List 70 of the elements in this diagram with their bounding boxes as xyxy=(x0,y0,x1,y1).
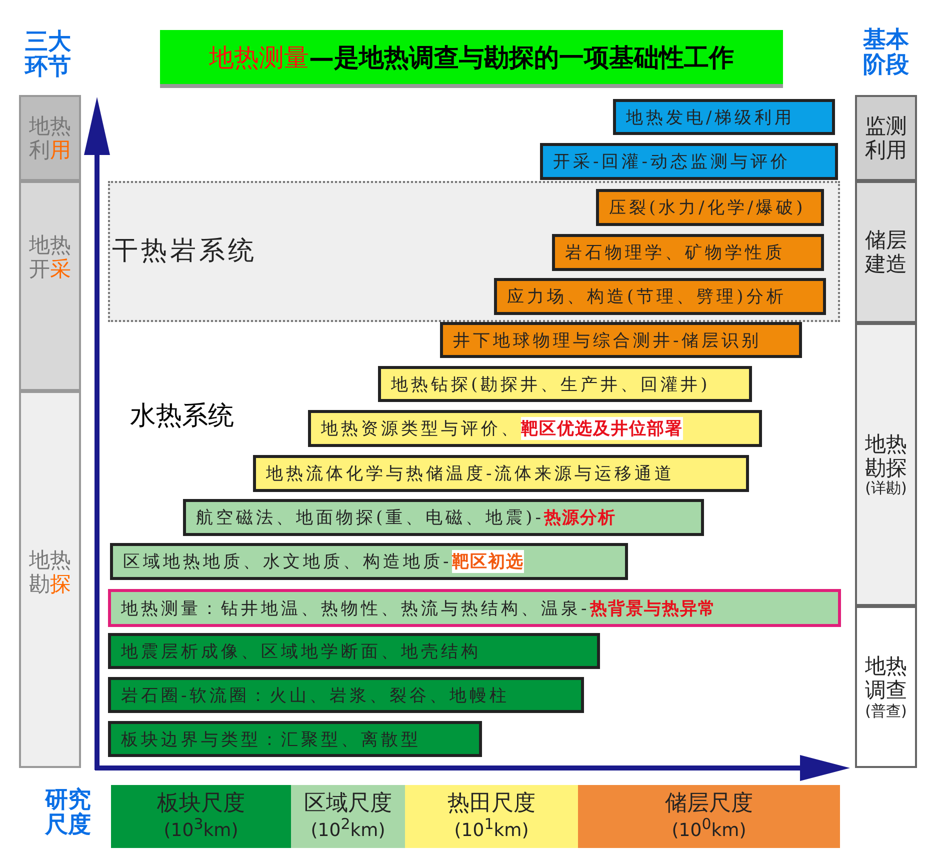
phase-label: 储层建造 xyxy=(864,228,908,276)
scale-label: 区域尺度 xyxy=(304,791,392,816)
scale-band xyxy=(291,785,405,848)
topic-bar xyxy=(378,366,752,402)
stage-label: 地热开采 xyxy=(28,233,72,282)
bar-label: 板块边界与类型：汇聚型、离散型 xyxy=(121,728,421,750)
region-label: 干热岩系统 xyxy=(112,235,257,268)
topic-bar xyxy=(108,677,584,713)
phase-note: (普查) xyxy=(865,702,907,720)
bar-label: 区域地热地质、水文地质、构造地质- xyxy=(123,551,452,573)
bar-label: 地震层析成像、区域地学断面、地壳结构 xyxy=(121,640,481,662)
phase-panel xyxy=(855,181,917,323)
topic-bar xyxy=(108,589,841,627)
phase-note: (详勘) xyxy=(865,480,907,498)
topic-bar xyxy=(183,499,704,536)
bar-label: 地热钻探(勘探井、生产井、回灌井) xyxy=(391,374,710,396)
topic-bar xyxy=(540,143,838,180)
dashed-region xyxy=(108,181,840,322)
bar-label: 地热流体化学与热储温度-流体来源与运移通道 xyxy=(266,463,675,485)
title-text: 地热测量—是地热调查与勘探的一项基础性工作 xyxy=(209,42,734,74)
bar-label: 地热发电/梯级利用 xyxy=(626,106,795,128)
bar-label: 岩石物理学、矿物学性质 xyxy=(565,242,785,264)
bar-label: 井下地球物理与综合测井-储层识别 xyxy=(453,330,762,352)
column-heading: 三大环节 xyxy=(23,30,72,81)
topic-bar xyxy=(613,99,835,135)
topic-bar xyxy=(308,410,762,447)
stage-label: 地热勘探 xyxy=(28,548,72,596)
highlight-label: 热背景与热异常 xyxy=(590,598,716,620)
topic-bar xyxy=(110,543,628,580)
highlight-label: 靶区初选 xyxy=(452,550,524,573)
topic-bar xyxy=(494,278,826,315)
topic-bar xyxy=(596,189,824,226)
bar-label: 开采-回灌-动态监测与评价 xyxy=(553,151,790,173)
bar-label: 岩石圈-软流圈：火山、岩浆、裂谷、地幔柱 xyxy=(121,684,510,706)
scale-band xyxy=(111,785,291,848)
stage-panel xyxy=(19,181,81,391)
bar-label: 压裂(水力/化学/爆破) xyxy=(609,197,806,219)
scale-label: 板块尺度 xyxy=(157,791,245,816)
scale-label: 热田尺度 xyxy=(448,791,536,816)
scale-value: (10$^{2}$km) xyxy=(310,816,386,842)
bar-label: 地热资源类型与评价、 xyxy=(321,418,521,440)
topic-bar xyxy=(552,234,824,271)
highlight-label: 靶区优选及井位部署 xyxy=(521,417,683,440)
bar-label: 航空磁法、地面物探(重、电磁、地震)- xyxy=(196,507,544,529)
topic-bar xyxy=(253,455,749,492)
topic-bar xyxy=(108,633,600,669)
system-label: 水热系统 xyxy=(130,400,234,433)
scale-value: (10$^{0}$km) xyxy=(672,816,746,842)
column-heading: 研究尺度 xyxy=(44,788,92,839)
phase-panel xyxy=(855,95,917,181)
stage-label: 地热利用 xyxy=(28,114,72,162)
scale-value: (10$^{1}$km) xyxy=(454,816,529,842)
column-heading: 基本阶段 xyxy=(862,28,910,79)
title-banner xyxy=(160,30,783,84)
phase-panel xyxy=(855,323,917,606)
scale-band xyxy=(578,785,840,848)
bar-label: 应力场、构造(节理、劈理)分析 xyxy=(507,286,786,308)
bar-label: 地热测量：钻井地温、热物性、热流与热结构、温泉- xyxy=(121,598,590,620)
highlight-label: 热源分析 xyxy=(544,507,616,529)
phase-label: 地热勘探 xyxy=(864,432,908,480)
topic-bar xyxy=(108,721,482,757)
stage-panel xyxy=(19,95,81,181)
phase-label: 监测利用 xyxy=(864,114,908,162)
phase-panel xyxy=(855,606,917,768)
stage-panel xyxy=(19,391,81,768)
scale-value: (10$^{3}$km) xyxy=(164,816,238,842)
scale-band xyxy=(405,785,578,848)
phase-label: 地热调查 xyxy=(864,654,908,703)
scale-label: 储层尺度 xyxy=(665,791,753,816)
topic-bar xyxy=(440,322,802,358)
